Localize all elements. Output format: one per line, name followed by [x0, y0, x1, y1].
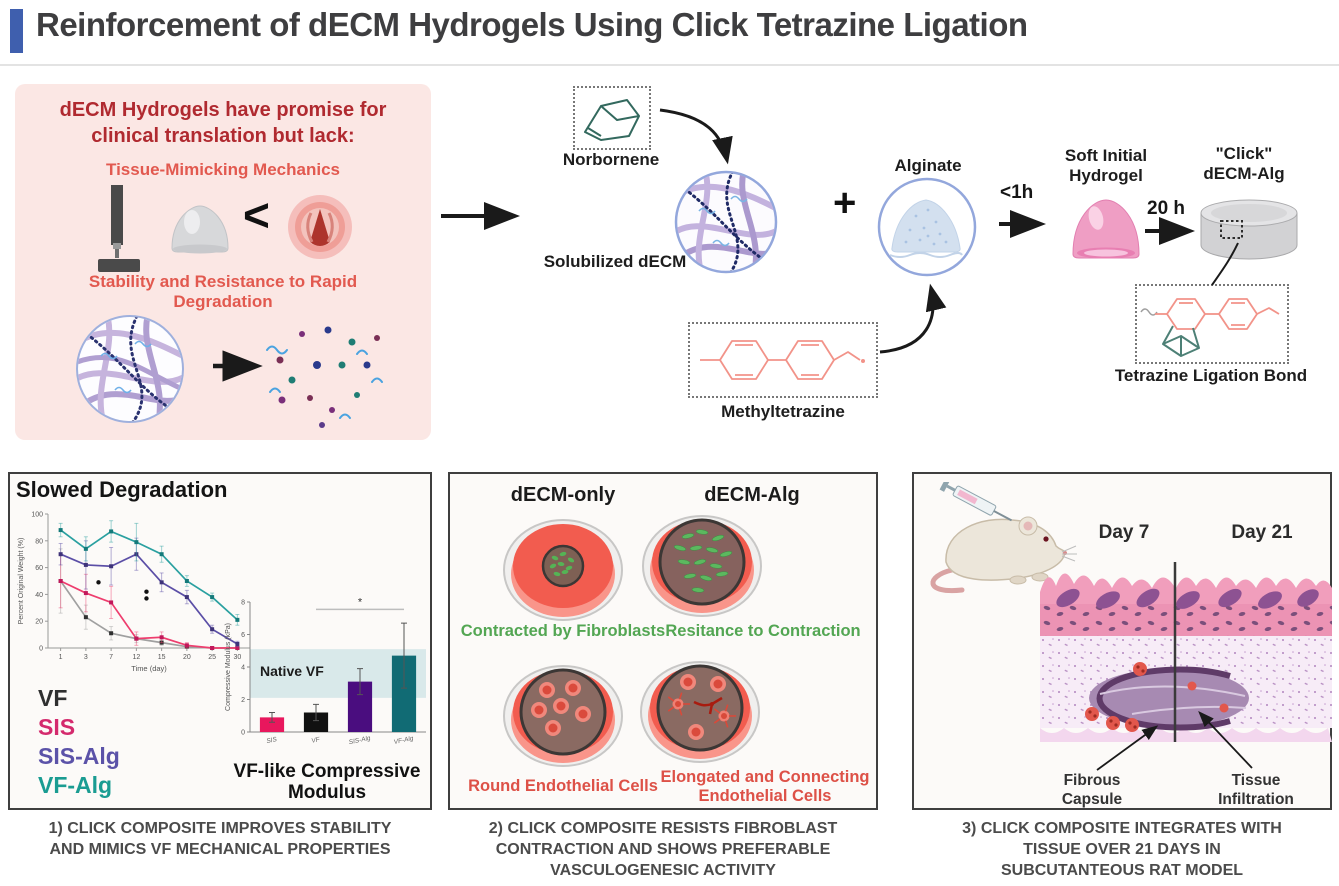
soft-hydrogel-label: Soft Initial Hydrogel	[1064, 146, 1148, 185]
contracted-caption: Contracted by Fibroblasts	[460, 622, 666, 640]
svg-text:80: 80	[35, 538, 43, 545]
decm-alg-header: dECM-Alg	[704, 484, 800, 506]
panel1-caption: 1) CLICK COMPOSITE IMPROVES STABILITY AN…	[48, 820, 392, 859]
tissue-infiltration-label: Tissue Infiltration	[1218, 772, 1294, 808]
panel3-caption: 3) CLICK COMPOSITE INTEGRATES WITH TISSU…	[962, 820, 1282, 880]
solubilized-decm-label: Solubilized dECM	[543, 252, 687, 271]
click-gel-cylinder-icon	[1200, 199, 1298, 260]
dish-contracted-icon	[503, 519, 623, 621]
svg-text:Compressive Modulus (kPa): Compressive Modulus (kPa)	[225, 623, 232, 711]
svg-text:VF-Alg: VF-Alg	[393, 735, 414, 746]
reaction-time-fast-label: <1h	[1000, 182, 1034, 203]
stability-label: Stability and Resistance to Rapid Degrad…	[88, 272, 358, 312]
legend-item: SIS	[38, 714, 76, 740]
norbornene-structure-icon	[584, 99, 640, 141]
legend-item: VF	[38, 685, 68, 711]
svg-text:0: 0	[241, 730, 245, 737]
svg-text:4: 4	[241, 665, 245, 672]
svg-text:1: 1	[59, 654, 63, 661]
hydrogel-dome-icon	[171, 205, 229, 254]
bond-structure-box	[1135, 284, 1289, 364]
dish-elongated-cells-icon	[640, 661, 760, 763]
panel-in-vivo: Day 7 Day 21	[912, 472, 1332, 810]
svg-text:0: 0	[39, 646, 43, 653]
svg-text:*: *	[358, 596, 363, 608]
methyltetrazine-label: Methyltetrazine	[721, 402, 845, 421]
svg-text:SIS: SIS	[266, 736, 278, 745]
svg-text:3: 3	[84, 654, 88, 661]
svg-text:Native VF: Native VF	[260, 663, 324, 679]
histology-illustration	[1040, 562, 1332, 742]
svg-text:Time (day): Time (day)	[131, 664, 167, 673]
problem-heading: dECM Hydrogels have promise for clinical…	[59, 99, 387, 147]
norbornene-arrow	[659, 108, 733, 165]
soft-hydrogel-icon	[1072, 199, 1140, 259]
svg-text:15: 15	[158, 654, 166, 661]
decm-network-icon	[76, 315, 184, 423]
mechanical-tester-icon	[98, 185, 140, 272]
day7-label: Day 7	[1098, 522, 1150, 543]
less-than-symbol: <	[243, 189, 270, 241]
vocal-fold-icon	[288, 195, 352, 259]
problem-box: dECM Hydrogels have promise for clinical…	[15, 84, 431, 440]
fibrous-capsule-label: Fibrous Capsule	[1061, 772, 1123, 808]
svg-text:2: 2	[241, 697, 245, 704]
svg-text:7: 7	[109, 654, 113, 661]
methyltetrazine-arrow	[879, 283, 947, 354]
line-chart-title: Slowed Degradation	[16, 477, 228, 502]
svg-text:Percent Original Weight (%): Percent Original Weight (%)	[18, 538, 25, 625]
svg-text:8: 8	[241, 600, 245, 607]
legend-item: VF-Alg	[38, 772, 113, 798]
resistance-caption: Resitance to Contraction	[665, 622, 861, 640]
methyltetrazine-structure-icon	[700, 340, 865, 380]
mechanics-label: Tissue-Mimicking Mechanics	[106, 160, 340, 179]
svg-text:SIS-Alg: SIS-Alg	[348, 735, 371, 747]
plus-symbol: +	[833, 181, 857, 225]
page-title: Reinforcement of dECM Hydrogels Using Cl…	[36, 6, 1028, 43]
svg-text:6: 6	[241, 632, 245, 639]
norbornene-label: Norbornene	[562, 150, 660, 169]
svg-text:20: 20	[183, 654, 191, 661]
dish-resistant-icon	[642, 515, 762, 617]
header-divider	[0, 64, 1339, 66]
degraded-fragments-icon	[266, 326, 383, 428]
panel-contraction: dECM-only dECM-Alg Contracted by Fibrobl…	[448, 472, 878, 810]
decm-only-header: dECM-only	[510, 484, 616, 506]
svg-text:40: 40	[35, 592, 43, 599]
svg-text:30: 30	[233, 654, 241, 661]
day21-label: Day 21	[1231, 522, 1293, 543]
elongated-cells-caption: Elongated and Connecting Endothelial Cel…	[660, 768, 870, 805]
svg-text:12: 12	[132, 654, 140, 661]
rat-icon	[930, 482, 1077, 594]
methyltetrazine-structure-box	[688, 322, 878, 398]
svg-text:20: 20	[35, 619, 43, 626]
svg-text:100: 100	[31, 512, 43, 519]
svg-text:VF: VF	[311, 736, 322, 745]
norbornene-structure-box	[573, 86, 651, 150]
click-gel-label: "Click" dECM-Alg	[1203, 144, 1285, 183]
alginate-icon	[877, 177, 977, 277]
dish-round-cells-icon	[503, 665, 623, 767]
bond-label: Tetrazine Ligation Bond	[1114, 366, 1308, 385]
bar-chart-caption: VF-like Compressive Modulus	[233, 761, 421, 804]
svg-text:60: 60	[35, 565, 43, 572]
svg-text:25: 25	[208, 654, 216, 661]
solubilized-decm-icon	[674, 170, 778, 274]
round-cells-caption: Round Endothelial Cells	[468, 777, 658, 795]
alginate-label: Alginate	[894, 156, 962, 175]
tetrazine-bond-structure-icon	[1140, 298, 1280, 357]
legend-item: SIS-Alg	[38, 743, 120, 769]
reaction-time-slow-label: 20 h	[1147, 198, 1186, 219]
title-accent-bar	[10, 9, 23, 53]
panel2-caption: 2) CLICK COMPOSITE RESISTS FIBROBLAST CO…	[488, 820, 838, 880]
